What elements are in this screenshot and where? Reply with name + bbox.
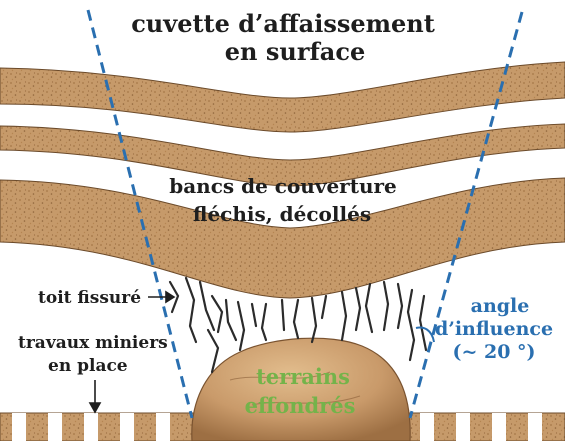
angle-line-1: angle: [471, 295, 530, 317]
title-line-2: en surface: [225, 37, 365, 66]
works-arrow: [90, 380, 100, 412]
rock-band-1: [0, 62, 565, 132]
collapsed-rock-mass: [192, 338, 410, 441]
angle-line-2: d’influence: [435, 318, 553, 340]
collapsed-line-2: effondrés: [245, 393, 356, 418]
works-line-1: travaux miniers: [18, 333, 168, 353]
gallery-void: [84, 413, 98, 441]
title-line-1: cuvette d’affaissement: [131, 9, 435, 38]
gallery-void: [492, 413, 506, 441]
works-line-2: en place: [48, 356, 128, 376]
cover-line-2: fléchis, décollés: [193, 202, 371, 226]
gallery-void: [528, 413, 542, 441]
gallery-void: [156, 413, 170, 441]
gallery-void: [12, 413, 26, 441]
collapsed-line-1: terrains: [256, 364, 350, 389]
gallery-void: [48, 413, 62, 441]
gallery-void: [420, 413, 434, 441]
angle-line-3: (~ 20 °): [452, 341, 535, 363]
cover-line-1: bancs de couverture: [169, 174, 397, 198]
gallery-void: [120, 413, 134, 441]
roof-label: toit fissuré: [38, 288, 141, 308]
gallery-void: [456, 413, 470, 441]
